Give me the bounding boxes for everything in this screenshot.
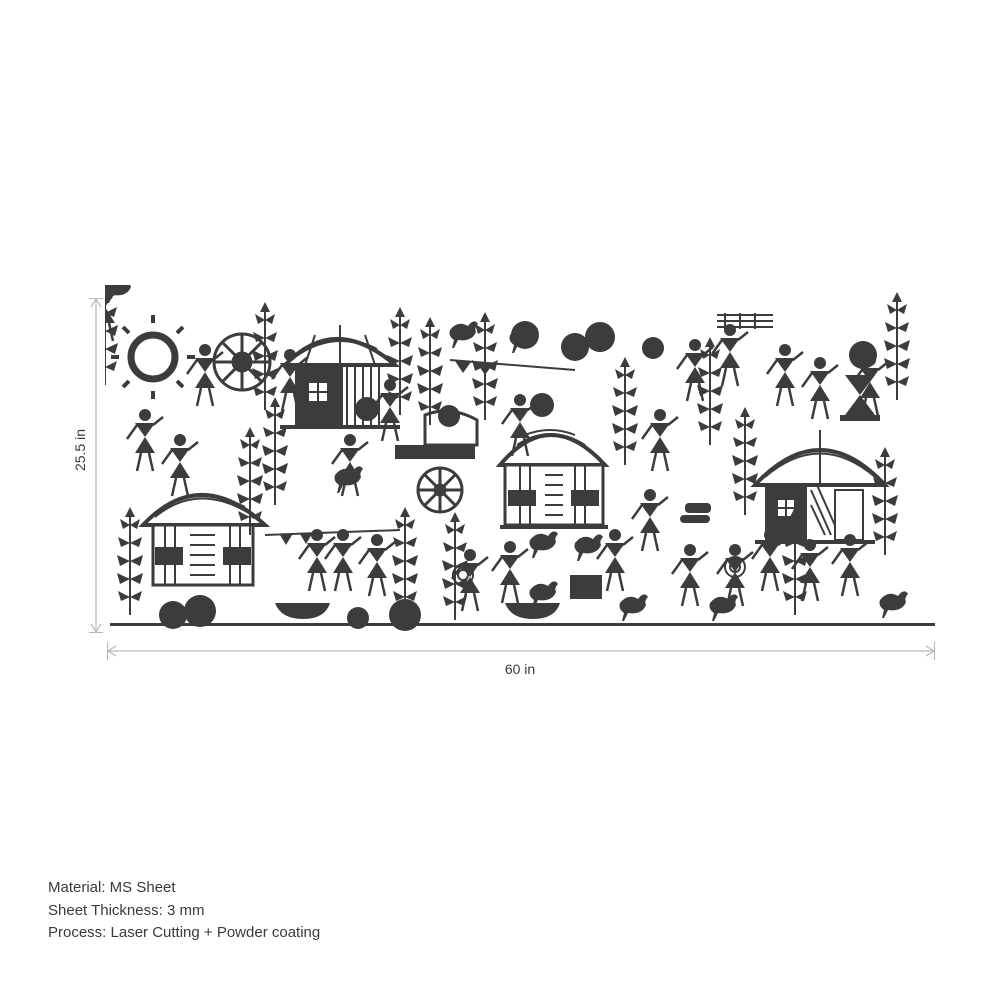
product-specs: Material: MS Sheet Sheet Thickness: 3 mm… xyxy=(48,877,320,945)
basket xyxy=(717,313,773,329)
pots xyxy=(159,321,877,631)
cart-wheel-icon xyxy=(416,466,464,514)
hut-center xyxy=(495,429,610,529)
spec-material: Material: MS Sheet xyxy=(48,879,176,896)
sun-icon xyxy=(111,315,195,399)
width-dimension-line xyxy=(106,642,936,660)
hut-top-left xyxy=(280,325,401,429)
rooster-silhouettes xyxy=(105,285,908,621)
bunting xyxy=(264,359,576,545)
warli-artwork-panel xyxy=(105,285,935,631)
hut-bottom-left xyxy=(138,493,271,587)
width-label: 60 in xyxy=(504,661,536,677)
hut-right xyxy=(750,430,890,544)
height-label: 25.5 in xyxy=(72,428,88,472)
spec-process: Process: Laser Cutting + Powder coating xyxy=(48,924,321,941)
bowls xyxy=(275,503,711,619)
wheel-icon xyxy=(212,332,272,392)
height-dimension-line xyxy=(89,298,103,633)
concentric-circles xyxy=(452,556,746,586)
spec-thickness: Sheet Thickness: 3 mm xyxy=(48,901,205,919)
